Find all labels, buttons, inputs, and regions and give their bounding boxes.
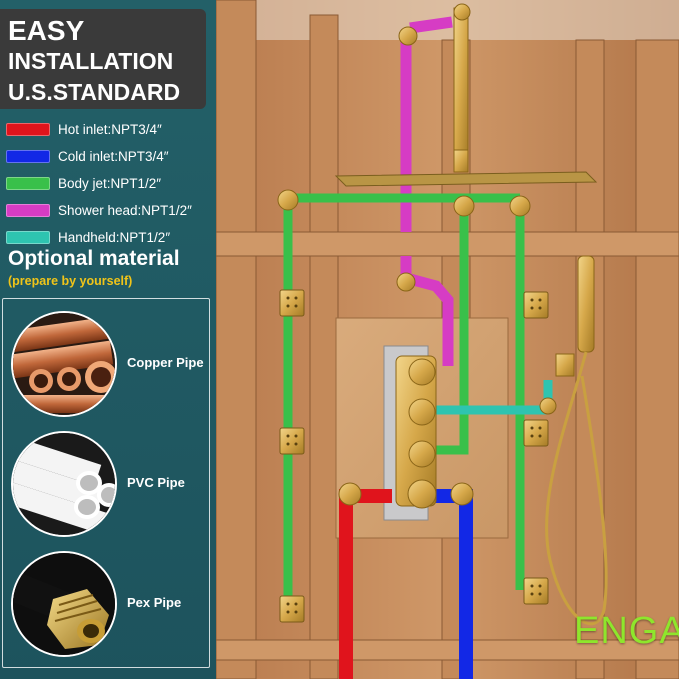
pex-pipe-icon [11,551,117,657]
material-label-pex: Pex Pipe [127,595,182,610]
legend-row-handheld: Handheld:NPT1/2″ [6,224,216,251]
brand-logo: ENGA [574,610,679,652]
pipe-legend: Hot inlet:NPT3/4″ Cold inlet:NPT3/4″ Bod… [6,116,216,251]
material-label-copper: Copper Pipe [127,355,204,370]
copper-pipe-icon [11,311,117,417]
hot-swatch [6,123,50,136]
info-panel: EASY INSTALLATION U.S.STANDARD Hot inlet… [0,0,216,679]
shower-system-diagram [216,0,679,679]
legend-label-handheld: Handheld:NPT1/2″ [58,230,171,245]
material-label-pvc: PVC Pipe [127,475,185,490]
legend-row-hot: Hot inlet:NPT3/4″ [6,116,216,143]
legend-label-body-jet: Body jet:NPT1/2″ [58,176,162,191]
title-line-1: EASY [8,15,85,46]
handheld-swatch [6,231,50,244]
optional-material-subtitle: (prepare by yourself) [8,274,133,288]
material-pex: Pex Pipe [9,551,209,659]
body-jet-swatch [6,177,50,190]
title-line-3: U.S.STANDARD [8,79,181,105]
optional-material-title: Optional material [8,247,180,270]
legend-row-body-jet: Body jet:NPT1/2″ [6,170,216,197]
material-pvc: PVC Pipe [9,431,209,539]
installation-scene: ENGA [216,0,679,679]
legend-label-cold: Cold inlet:NPT3/4″ [58,149,169,164]
legend-row-shower-head: Shower head:NPT1/2″ [6,197,216,224]
material-copper: Copper Pipe [9,311,209,419]
shower-head-swatch [6,204,50,217]
title-box: EASY INSTALLATION U.S.STANDARD [0,9,206,109]
title-line-2: INSTALLATION [8,48,174,74]
legend-label-hot: Hot inlet:NPT3/4″ [58,122,162,137]
material-box: Copper Pipe [2,298,210,668]
cold-swatch [6,150,50,163]
legend-row-cold: Cold inlet:NPT3/4″ [6,143,216,170]
legend-label-shower-head: Shower head:NPT1/2″ [58,203,192,218]
pvc-pipe-icon [11,431,117,537]
